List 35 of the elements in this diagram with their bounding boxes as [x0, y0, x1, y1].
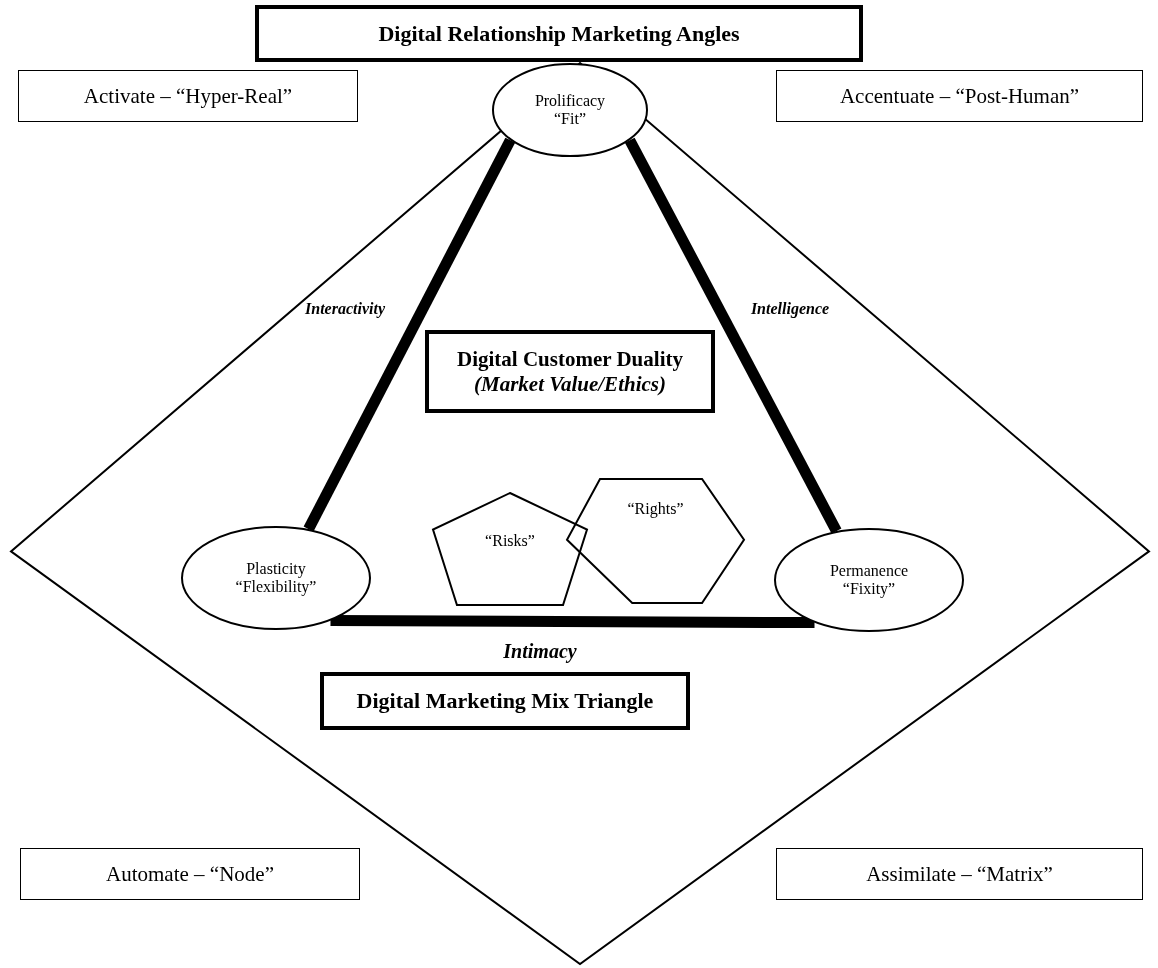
angle-box — [20, 848, 360, 900]
connector-line — [624, 137, 842, 534]
node-label: “Rights” — [627, 500, 684, 518]
edge-label: Intelligence — [750, 300, 830, 318]
node-label: Plasticity — [246, 560, 306, 578]
node-label: “Flexibility” — [235, 578, 317, 596]
box-label: Accentuate – “Post-Human” — [839, 83, 1080, 109]
diamond-shape — [10, 62, 1150, 965]
box-label: Digital Marketing Mix Triangle — [356, 688, 654, 714]
box-label: Activate – “Hyper-Real” — [83, 83, 293, 109]
node-label: “Fit” — [554, 110, 586, 128]
ellipse-node — [181, 526, 371, 630]
node-label: “Risks” — [485, 532, 535, 550]
box-label: Digital Relationship Marketing Angles — [378, 20, 740, 47]
hexagon-node — [566, 478, 745, 604]
mix-box — [320, 672, 690, 730]
edge-label: Interactivity — [305, 300, 385, 318]
ellipse-node — [492, 63, 648, 157]
angle-box — [776, 70, 1143, 122]
box-label: Assimilate – “Matrix” — [866, 861, 1053, 887]
ellipse-node — [774, 528, 964, 632]
box-label: Digital Customer Duality — [457, 346, 683, 372]
subtitle-text: (Market Value/Ethics) — [474, 371, 666, 397]
center-box — [425, 330, 715, 413]
title-box — [255, 5, 863, 62]
edge-label: Intimacy — [503, 640, 577, 663]
node-label: Permanence — [829, 562, 909, 580]
node-label: Prolificacy — [534, 92, 606, 110]
node-label: “Fixity” — [842, 580, 896, 598]
angle-box — [18, 70, 358, 122]
angle-box — [776, 848, 1143, 900]
box-label: Automate – “Node” — [106, 861, 274, 887]
pentagon-node — [432, 492, 588, 606]
connector-line — [330, 615, 815, 629]
connector-line — [303, 137, 516, 532]
